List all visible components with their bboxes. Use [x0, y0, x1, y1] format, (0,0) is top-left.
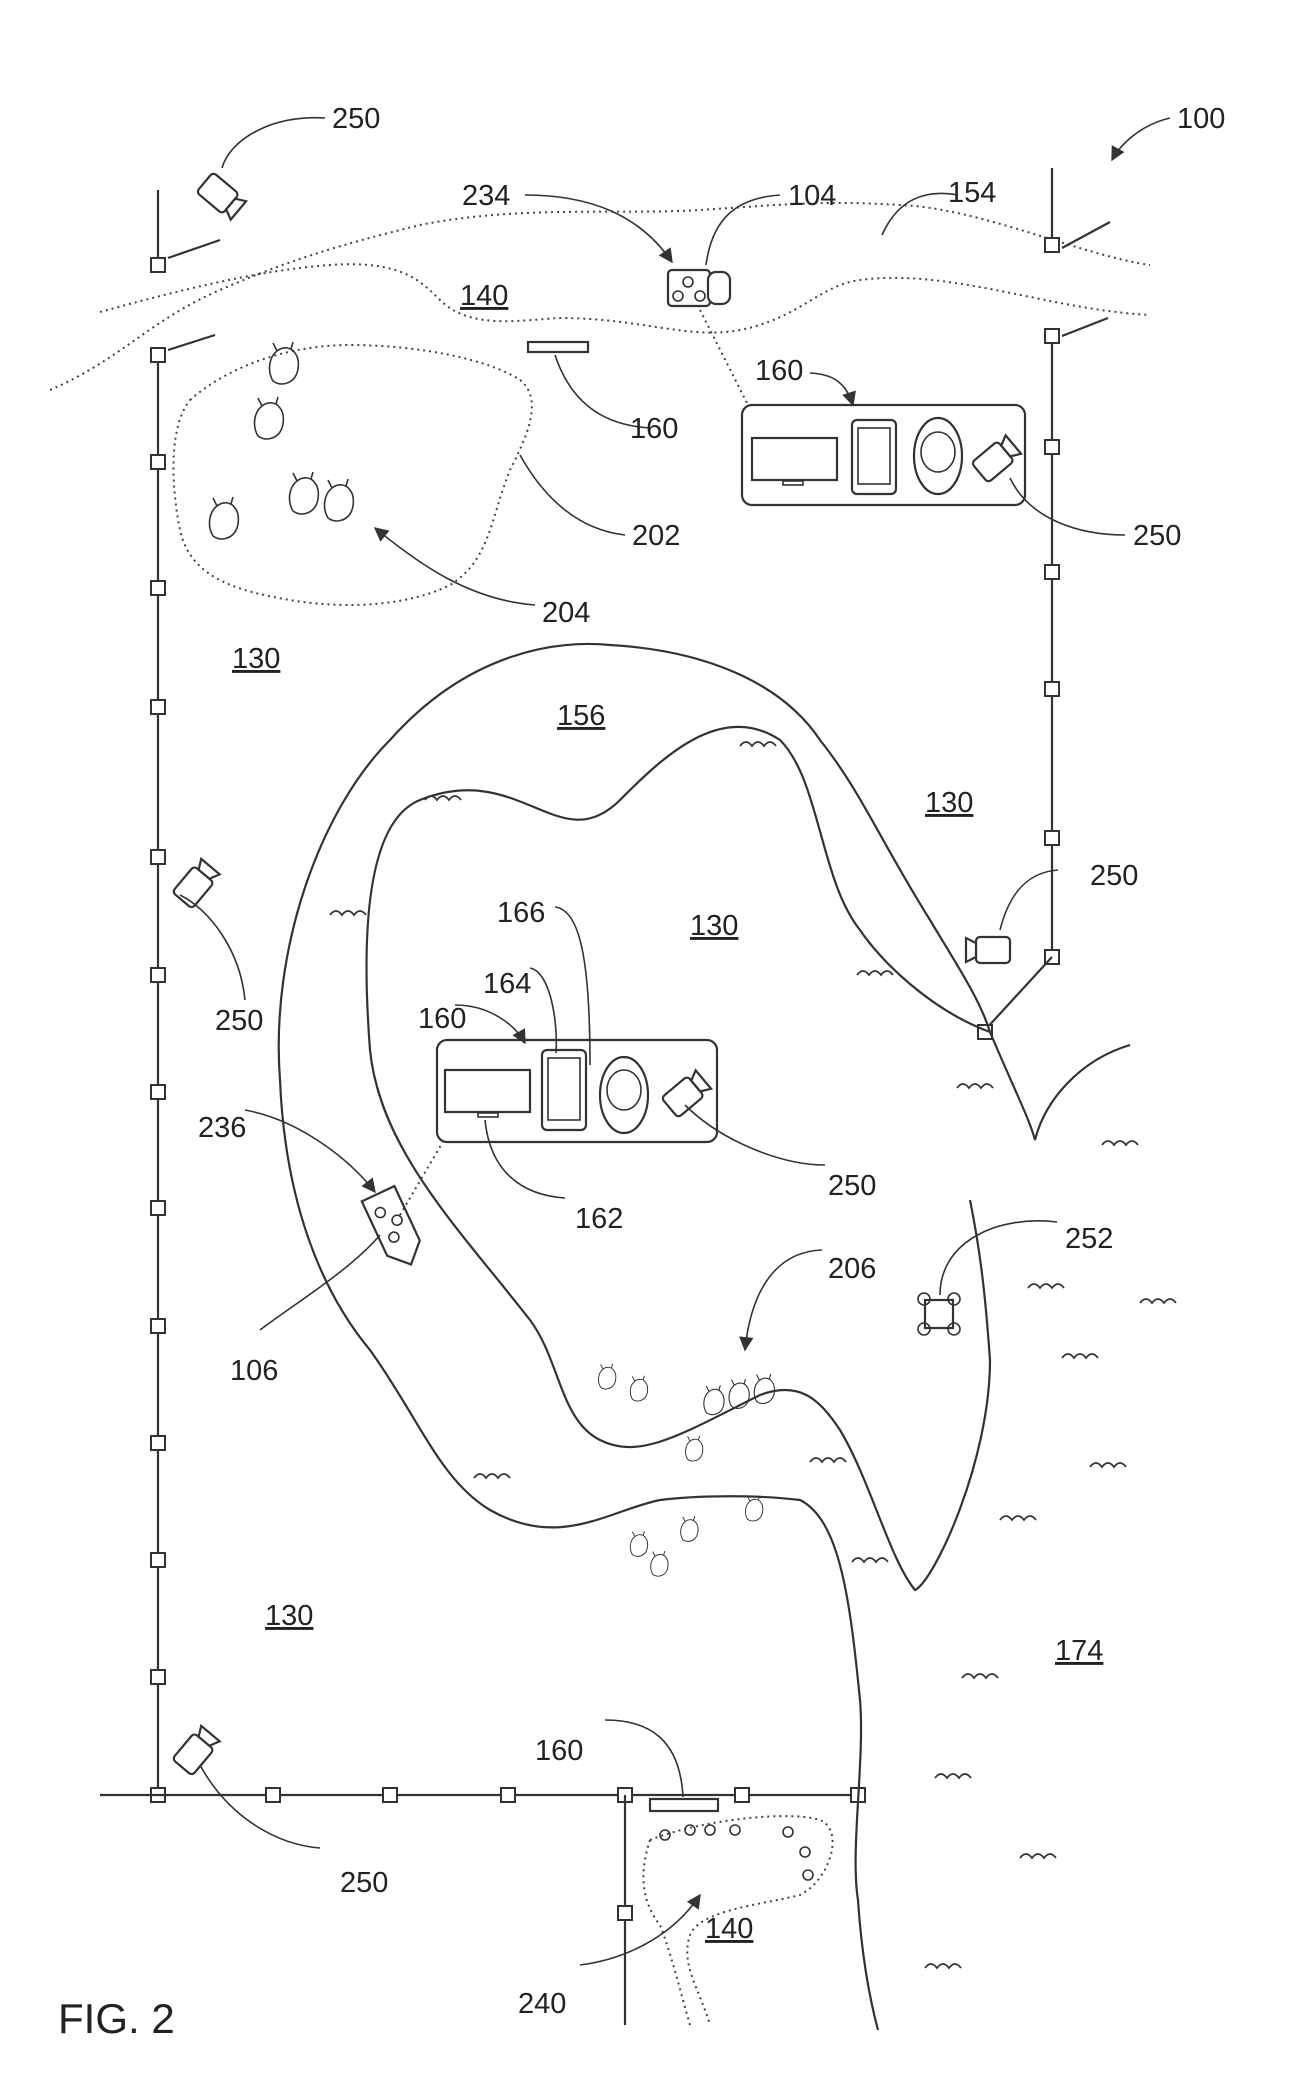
label-106: 106	[230, 1355, 278, 1387]
label-160: 160	[418, 1003, 466, 1035]
label-130: 130	[925, 787, 973, 819]
label-250: 250	[828, 1170, 876, 1202]
creek-156	[279, 644, 1130, 2030]
label-174: 174	[1055, 1635, 1103, 1667]
label-250: 250	[1133, 520, 1181, 552]
label-204: 204	[542, 597, 590, 629]
camera-icon	[172, 1725, 220, 1775]
label-160: 160	[755, 355, 803, 387]
tablet-icon	[752, 438, 837, 480]
label-154: 154	[948, 177, 996, 209]
label-240: 240	[518, 1988, 566, 2020]
pasture-area-202	[173, 345, 531, 605]
label-130: 130	[265, 1600, 313, 1632]
label-162: 162	[575, 1203, 623, 1235]
label-104: 104	[788, 180, 836, 212]
animal-group-204	[210, 342, 354, 539]
label-234: 234	[462, 180, 510, 212]
fence-right	[978, 168, 1110, 1039]
label-160: 160	[630, 413, 678, 445]
device-panel-160-upper	[700, 310, 1025, 505]
label-156: 156	[557, 700, 605, 732]
label-250: 250	[215, 1005, 263, 1037]
holding-area-240	[643, 1799, 832, 2025]
camera-icon	[172, 858, 220, 908]
camera-icon	[966, 937, 1010, 963]
label-160: 160	[535, 1735, 583, 1767]
water-waves	[330, 742, 1176, 1968]
fence-left	[151, 190, 220, 1802]
label-140: 140	[705, 1913, 753, 1945]
vehicle-icon	[668, 270, 730, 306]
river-154	[50, 203, 1150, 390]
label-206: 206	[828, 1253, 876, 1285]
fence-bottom	[100, 1788, 865, 2025]
label-130: 130	[232, 643, 280, 675]
label-100: 100	[1177, 103, 1225, 135]
label-202: 202	[632, 520, 680, 552]
label-164: 164	[483, 968, 531, 1000]
animal-group-206	[599, 1364, 775, 1576]
label-140: 140	[460, 280, 508, 312]
camera-icon	[196, 172, 246, 220]
label-250: 250	[1090, 860, 1138, 892]
label-236: 236	[198, 1112, 246, 1144]
figure-caption: FIG. 2	[58, 1995, 175, 2042]
device-panel-160-middle	[400, 1040, 717, 1215]
tablet-icon	[445, 1070, 530, 1112]
drone-icon	[918, 1293, 960, 1335]
label-250: 250	[332, 103, 380, 135]
sensor-bar-160	[528, 342, 588, 352]
boat-icon	[362, 1186, 428, 1272]
label-166: 166	[497, 897, 545, 929]
label-130: 130	[690, 910, 738, 942]
label-250: 250	[340, 1867, 388, 1899]
label-252: 252	[1065, 1223, 1113, 1255]
